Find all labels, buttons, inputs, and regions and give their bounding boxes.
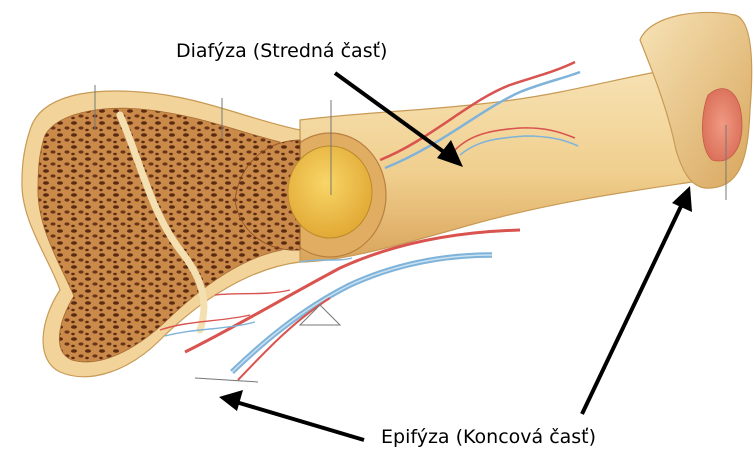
vessel-inside-3 [215,290,290,295]
artery-lower-2 [238,298,330,380]
vessel-inside-2 [165,322,255,336]
diaphysis-label: Diafýza (Stredná časť) [176,42,387,61]
arrow-epiphysis-right-shaft [582,202,683,414]
marrow-cavity [288,146,372,238]
arrow-epiphysis-left-head [219,390,243,411]
arrow-epiphysis-left-shaft [236,402,364,440]
vein-lower [232,255,492,372]
vein-lower-highlight [232,255,492,372]
articular-cartilage [702,89,742,161]
leader-line-5 [195,378,258,382]
epiphysis-label: Epifýza (Koncová časť) [381,428,596,447]
